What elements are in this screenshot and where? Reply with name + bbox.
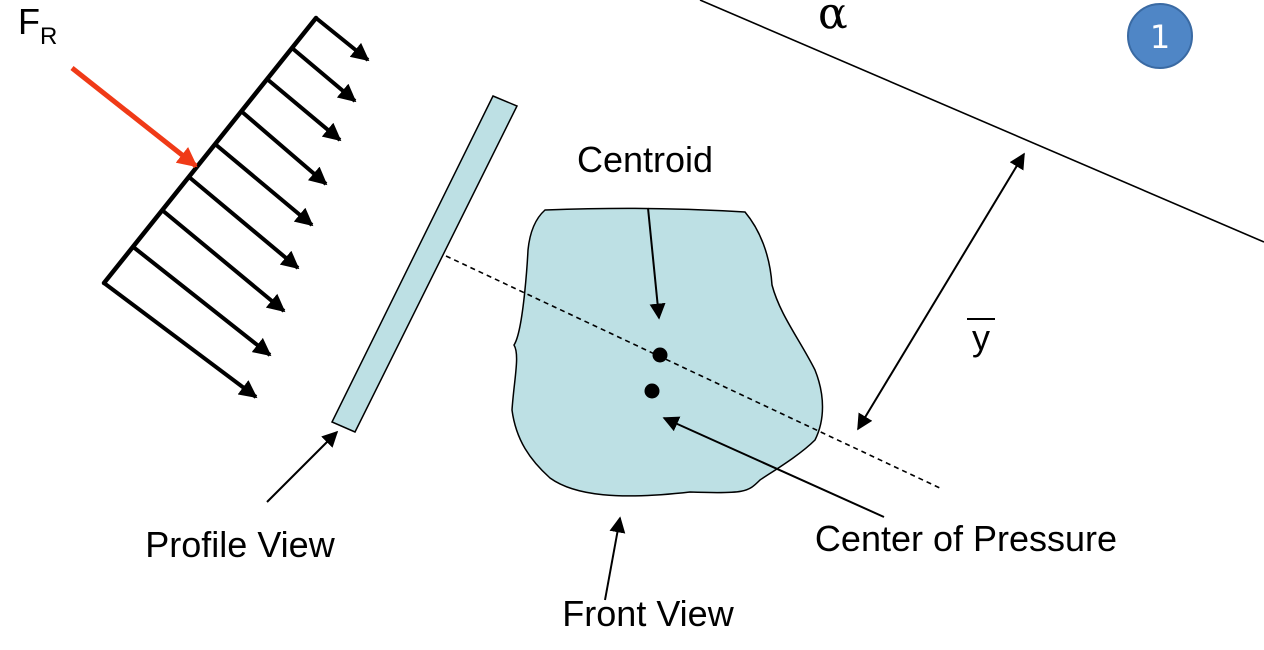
step-badge: 1: [1127, 3, 1193, 69]
resultant-force-arrow: [70, 66, 198, 168]
ybar-label: y: [972, 317, 990, 358]
centroid-point: [652, 347, 668, 363]
plate-front-view: [511, 207, 824, 497]
pressure-arrow: [102, 281, 258, 399]
pressure-arrow: [160, 208, 286, 313]
plate-profile: [330, 95, 519, 433]
pressure-arrow: [213, 142, 314, 227]
alpha-symbol: α: [818, 0, 848, 39]
profile-view-label: Profile View: [145, 524, 335, 565]
centroid-label: Centroid: [577, 139, 713, 180]
plate-axis-dashed-line: [445, 255, 943, 490]
pressure-arrow: [187, 175, 300, 270]
free-surface-line: [699, 0, 1264, 243]
badge-number: 1: [1150, 18, 1170, 56]
pressure-distribution: [101, 15, 370, 399]
pressure-arrow: [314, 16, 370, 62]
resultant-force-subscript: R: [40, 23, 57, 50]
pressure-arrow: [239, 109, 328, 186]
profile-view-leader-arrow: [266, 430, 339, 503]
pressure-load-baseline: [101, 15, 319, 286]
resultant-force-label: FR: [18, 1, 57, 50]
front-view-label: Front View: [562, 593, 734, 634]
ybar-dimension-arrow: [857, 152, 1025, 431]
pressure-arrow: [290, 46, 357, 103]
front-view-leader-arrow: [604, 516, 626, 601]
pressure-arrow: [265, 77, 342, 142]
centroid-leader-arrow: [647, 207, 666, 320]
center-of-pressure-point: [644, 383, 660, 399]
pressure-arrow: [130, 244, 272, 357]
center-of-pressure-label: Center of Pressure: [815, 518, 1117, 559]
center-of-pressure-leader-arrow: [662, 416, 885, 518]
